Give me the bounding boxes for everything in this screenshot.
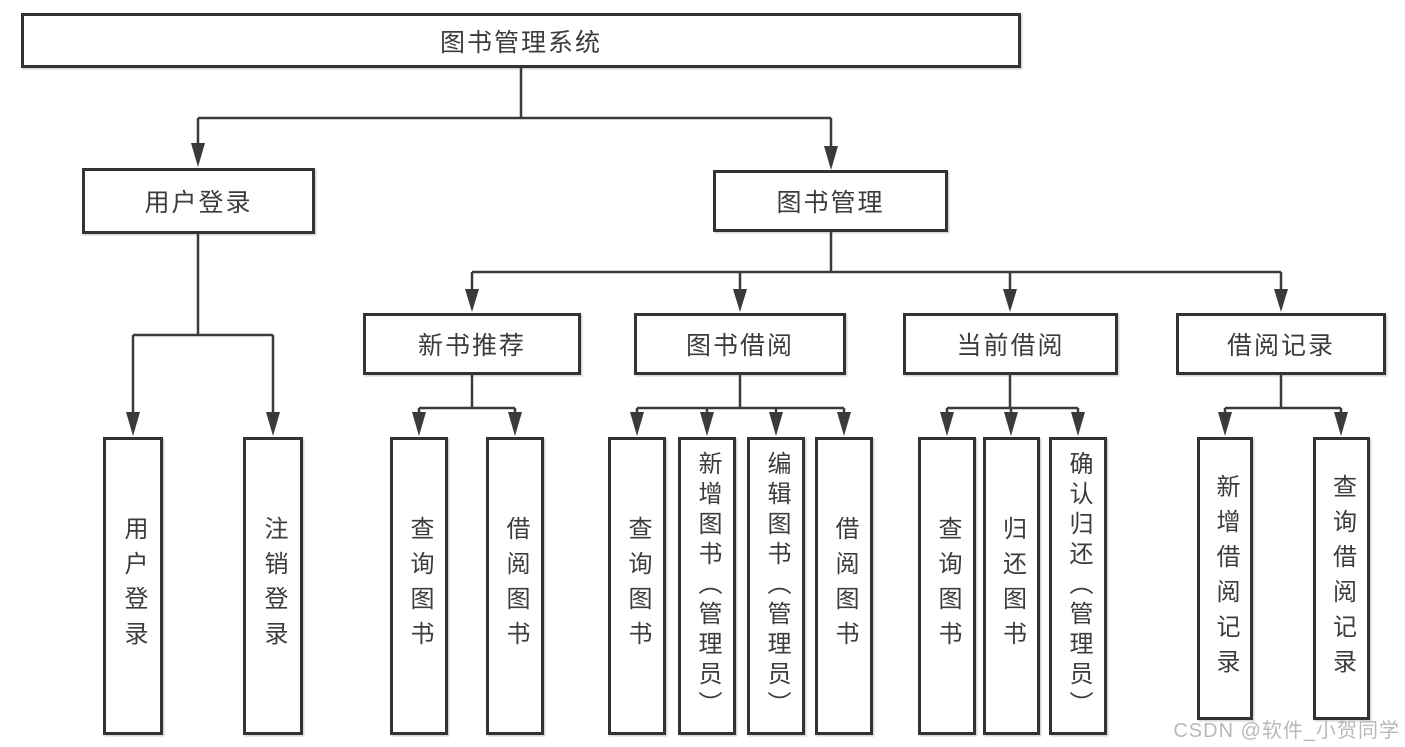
node-borrowing-edit-book-admin: 编辑图书（管理员） bbox=[747, 437, 805, 735]
node-borrowing-records: 借阅记录 bbox=[1176, 313, 1386, 375]
node-current-return-book: 归还图书 bbox=[983, 437, 1040, 735]
node-recommend-borrow-books: 借阅图书 bbox=[486, 437, 544, 735]
node-label: 借阅记录 bbox=[1226, 332, 1335, 360]
node-records-add-borrow-record: 新增借阅记录 bbox=[1197, 437, 1253, 720]
node-book-management: 图书管理 bbox=[713, 170, 948, 232]
csdn-watermark: CSDN @软件_小贺同学 bbox=[1173, 720, 1400, 742]
node-user-login: 用户登录 bbox=[82, 168, 315, 234]
node-label: 图书借阅 bbox=[685, 332, 794, 360]
node-label: 用户登录 bbox=[120, 516, 147, 656]
node-label: 注销登录 bbox=[260, 516, 287, 656]
node-label: 归还图书 bbox=[998, 516, 1026, 656]
node-label: 图书管理 bbox=[776, 189, 885, 217]
node-book-borrowing: 图书借阅 bbox=[634, 313, 846, 375]
node-current-query-books: 查询图书 bbox=[918, 437, 976, 735]
node-records-query-borrow-record: 查询借阅记录 bbox=[1313, 437, 1370, 720]
arrowheads bbox=[126, 143, 1348, 436]
node-label: 新增图书（管理员） bbox=[694, 451, 721, 721]
node-label: 确认归还（管理员） bbox=[1065, 451, 1092, 721]
node-current-borrowing: 当前借阅 bbox=[903, 313, 1118, 375]
node-label: 编辑图书（管理员） bbox=[763, 451, 790, 721]
node-label: 图书管理系统 bbox=[439, 28, 602, 57]
node-borrowing-add-book-admin: 新增图书（管理员） bbox=[678, 437, 736, 735]
node-library-management-system: 图书管理系统 bbox=[21, 13, 1021, 68]
node-leaf-logout: 注销登录 bbox=[243, 437, 303, 735]
node-borrowing-borrow-books: 借阅图书 bbox=[815, 437, 873, 735]
node-label: 借阅图书 bbox=[502, 516, 529, 656]
node-label: 查询图书 bbox=[406, 516, 433, 656]
node-label: 查询图书 bbox=[624, 516, 651, 656]
node-recommend-query-books: 查询图书 bbox=[390, 437, 448, 735]
node-leaf-user-login: 用户登录 bbox=[103, 437, 163, 735]
node-borrowing-query-books: 查询图书 bbox=[608, 437, 666, 735]
node-current-confirm-return-admin: 确认归还（管理员） bbox=[1049, 437, 1107, 735]
node-label: 查询图书 bbox=[934, 516, 961, 656]
node-label: 查询借阅记录 bbox=[1328, 473, 1356, 684]
node-label: 当前借阅 bbox=[956, 332, 1065, 360]
node-label: 用户登录 bbox=[144, 189, 253, 217]
node-label: 新增借阅记录 bbox=[1212, 473, 1239, 684]
node-label: 借阅图书 bbox=[831, 516, 858, 656]
node-new-book-recommendation: 新书推荐 bbox=[363, 313, 581, 375]
node-label: 新书推荐 bbox=[417, 332, 526, 360]
